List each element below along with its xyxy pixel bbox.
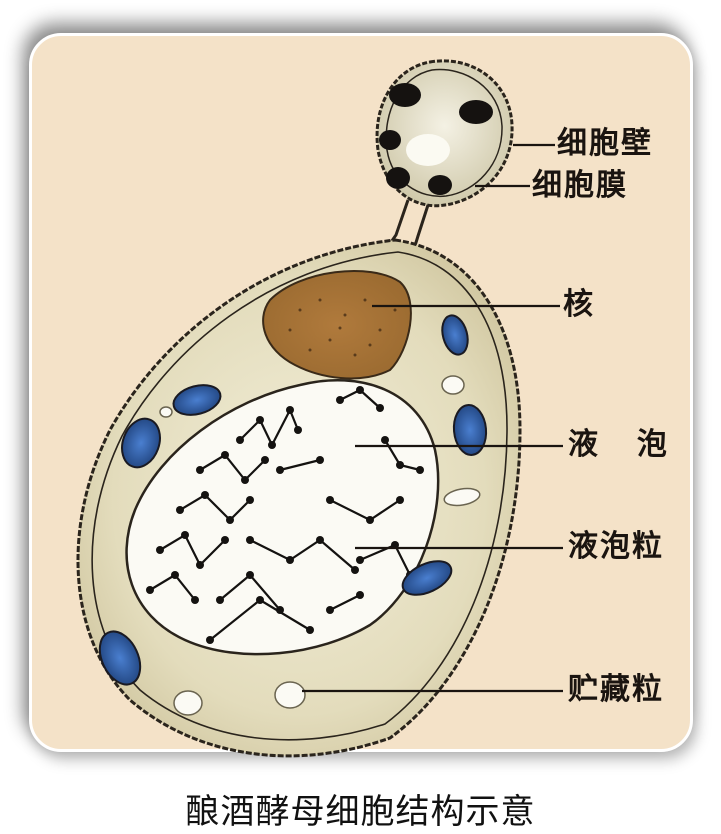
- label-cell-membrane: 细胞膜: [532, 168, 628, 203]
- mitochondria: [98, 314, 488, 686]
- storage-granules: [159, 375, 481, 716]
- label-storage-granule: 贮藏粒: [568, 672, 664, 707]
- label-vacuole: 液 泡: [568, 427, 673, 462]
- label-vacuole-granule: 液泡粒: [568, 529, 664, 564]
- label-nucleus: 核: [563, 287, 595, 322]
- diagram-caption: 酿酒酵母细胞结构示意: [185, 792, 536, 832]
- mother-cell: [76, 238, 522, 758]
- leader-lines: [302, 143, 563, 693]
- label-cell-wall: 细胞壁: [557, 126, 653, 161]
- bud: [375, 59, 514, 263]
